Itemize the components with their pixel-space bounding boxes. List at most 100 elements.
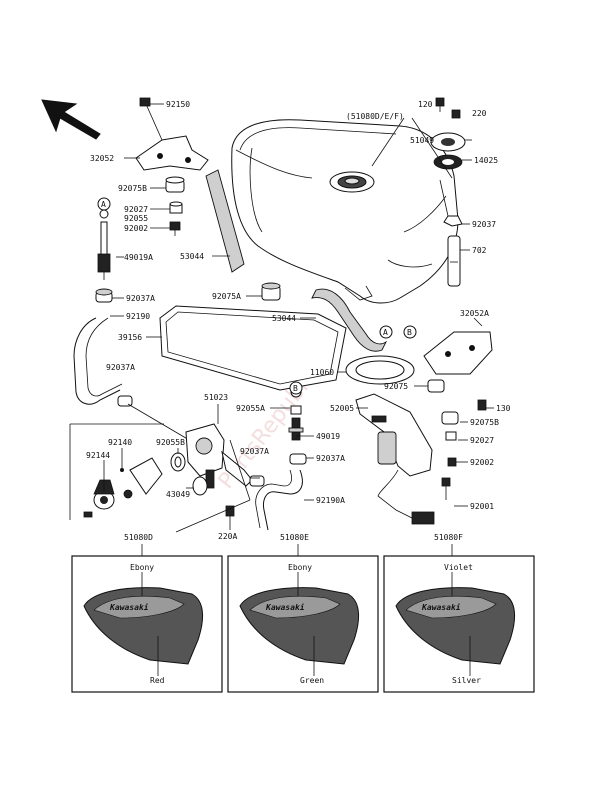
svg-text:A: A: [383, 328, 388, 337]
fuel-cock-lever-assembly: [83, 452, 186, 518]
damper-92075A: [261, 282, 281, 301]
label-43049: 43049: [166, 490, 190, 499]
variant-d-lower: Red: [150, 676, 165, 685]
label-39156: 39156: [118, 333, 142, 342]
label-92037A-c: 92037A: [316, 454, 345, 463]
bolt-92002-bot: [447, 457, 457, 467]
rubber-strip-53044-left: [205, 169, 245, 273]
label-14025: 14025: [474, 156, 498, 165]
cock-detail-frame: [69, 423, 251, 533]
label-92075A: 92075A: [212, 292, 241, 301]
label-130: 130: [496, 404, 511, 413]
label-92027-bot: 92027: [470, 436, 494, 445]
leader-lines: [103, 103, 494, 530]
label-32052: 32052: [90, 154, 114, 163]
label-49019A: 49019A: [124, 253, 153, 262]
hose-92190: [73, 317, 133, 407]
bracket-32052A: [423, 331, 493, 375]
svg-text:A: A: [101, 200, 106, 209]
label-92037A-d: 92037A: [240, 447, 269, 456]
variant-panel-f: Kawasaki Violet Silver: [383, 544, 535, 693]
collar-92027-top: [169, 201, 183, 214]
marker-b-tank: B: [403, 325, 417, 339]
bolt-120: [435, 97, 445, 112]
label-92055B: 92055B: [156, 438, 185, 447]
fuel-tank: [231, 119, 459, 304]
damper-92075B-bot: [441, 411, 459, 425]
variant-panel-e: Kawasaki Ebony Green: [227, 544, 379, 693]
fuel-pump-52005: [355, 393, 435, 525]
label-92037A-b: 92037A: [106, 363, 135, 372]
label-51080F: 51080F: [434, 533, 463, 542]
label-51023: 51023: [204, 393, 228, 402]
clamp-92037A-top: [95, 288, 113, 303]
gasket-14025: [433, 154, 463, 170]
sender-49019A: [97, 209, 111, 280]
label-92144: 92144: [86, 451, 110, 460]
collar-92027-bot: [445, 431, 457, 441]
label-92150: 92150: [166, 100, 190, 109]
bracket-32052: [135, 97, 209, 171]
label-92055A: 92055A: [236, 404, 265, 413]
hose-92190A: [249, 453, 307, 531]
bolt-92002-top: [169, 221, 181, 236]
label-32052A: 32052A: [460, 309, 489, 318]
marker-b-mid: B: [289, 381, 303, 395]
brand-logo-d: Kawasaki: [109, 602, 149, 612]
label-51049: 51049: [410, 136, 434, 145]
brand-logo-e: Kawasaki: [265, 602, 305, 612]
variant-panel-d: Kawasaki Ebony Red: [71, 544, 223, 693]
washer-43049: [192, 476, 208, 496]
label-92001: 92001: [470, 502, 494, 511]
variant-f-lower: Silver: [452, 676, 481, 685]
screw-220A: [225, 505, 235, 524]
damper-92075B-top: [165, 176, 185, 193]
label-92055: 92055: [124, 214, 148, 223]
label-51080DEF: (51080D/E/F): [346, 112, 404, 121]
front-direction-arrow: [41, 99, 101, 140]
label-49019: 49019: [316, 432, 340, 441]
hose-702: [447, 235, 461, 287]
label-92002-top: 92002: [124, 224, 148, 233]
label-220: 220: [472, 109, 487, 118]
svg-text:B: B: [407, 328, 412, 337]
label-92027-top: 92027: [124, 205, 148, 214]
variant-e-upper: Ebony: [288, 563, 312, 572]
label-51080D: 51080D: [124, 533, 153, 542]
label-92190: 92190: [126, 312, 150, 321]
label-92075B-top: 92075B: [118, 184, 147, 193]
label-120: 120: [418, 100, 433, 109]
variant-e-lower: Green: [300, 676, 324, 685]
label-92002-bot: 92002: [470, 458, 494, 467]
variant-f-upper: Violet: [444, 563, 473, 572]
marker-a-tank: A: [379, 325, 393, 339]
label-220A: 220A: [218, 532, 237, 541]
gasket-11060: [345, 355, 415, 385]
marker-a-top: A: [97, 197, 111, 211]
label-92037: 92037: [472, 220, 496, 229]
label-51080E: 51080E: [280, 533, 309, 542]
collar-92037: [443, 215, 463, 227]
variant-d-upper: Ebony: [130, 563, 154, 572]
label-92190A: 92190A: [316, 496, 345, 505]
label-53044-a: 53044: [180, 252, 204, 261]
svg-text:B: B: [293, 384, 298, 393]
rubber-strip-53044-right: [311, 288, 388, 352]
label-53044-b: 53044: [272, 314, 296, 323]
bolt-130: [477, 399, 487, 411]
label-92075: 92075: [384, 382, 408, 391]
label-92140: 92140: [108, 438, 132, 447]
label-11060: 11060: [310, 368, 334, 377]
label-92037A-a: 92037A: [126, 294, 155, 303]
bolt-92001: [441, 477, 451, 500]
callout-labels: 92150 32052 92075B 92027 92055 92002 490…: [86, 100, 511, 542]
cap-51049: [430, 132, 466, 152]
label-92075B-bot: 92075B: [470, 418, 499, 427]
filter-pad-39156: [159, 305, 347, 391]
bolt-220: [451, 109, 461, 119]
label-52005: 52005: [330, 404, 354, 413]
brand-logo-f: Kawasaki: [421, 602, 461, 612]
damper-92075: [427, 379, 445, 393]
